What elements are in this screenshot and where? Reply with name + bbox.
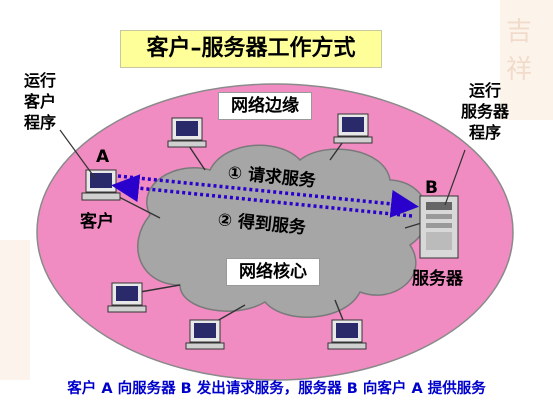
- diagram-title: 客户–服务器工作方式: [120, 30, 382, 68]
- network-edge-label: 网络边缘: [218, 92, 312, 120]
- server-run-line-1: 运行: [468, 81, 501, 100]
- network-core-cloud: [137, 144, 429, 318]
- decorative-seal-right: 吉 祥: [500, 0, 553, 120]
- network-core-label: 网络核心: [226, 258, 320, 286]
- response-arrow: [111, 174, 413, 218]
- client-run-label: 运行 客户 程序: [10, 70, 70, 133]
- server-letter: B: [425, 178, 438, 198]
- computer-icon: [185, 319, 225, 350]
- client-run-line-2: 客户: [23, 92, 56, 111]
- client-label: 客户: [80, 212, 114, 232]
- client-computer-icon: [81, 169, 121, 201]
- client-letter: A: [96, 147, 110, 167]
- client-run-line-3: 程序: [23, 113, 56, 132]
- server-icon: [419, 195, 459, 259]
- computer-icon: [167, 117, 207, 148]
- server-run-line-2: 服务器: [460, 102, 509, 121]
- decorative-seal-left: [0, 240, 30, 380]
- server-label: 服务器: [412, 269, 463, 289]
- server-run-line-3: 程序: [468, 123, 501, 142]
- request-arrow: [117, 174, 419, 218]
- diagram-caption: 客户 A 向服务器 B 发出请求服务，服务器 B 向客户 A 提供服务: [67, 381, 486, 397]
- client-run-line-1: 运行: [23, 71, 56, 90]
- client-pointer-line: [59, 129, 96, 179]
- computer-icon: [333, 113, 373, 144]
- svg-text:吉: 吉: [506, 17, 532, 47]
- svg-text:祥: 祥: [506, 55, 532, 85]
- server-pointer-line: [444, 149, 466, 206]
- computer-icon: [107, 282, 147, 313]
- server-run-label: 运行 服务器 程序: [440, 80, 530, 143]
- computer-icon: [327, 319, 367, 350]
